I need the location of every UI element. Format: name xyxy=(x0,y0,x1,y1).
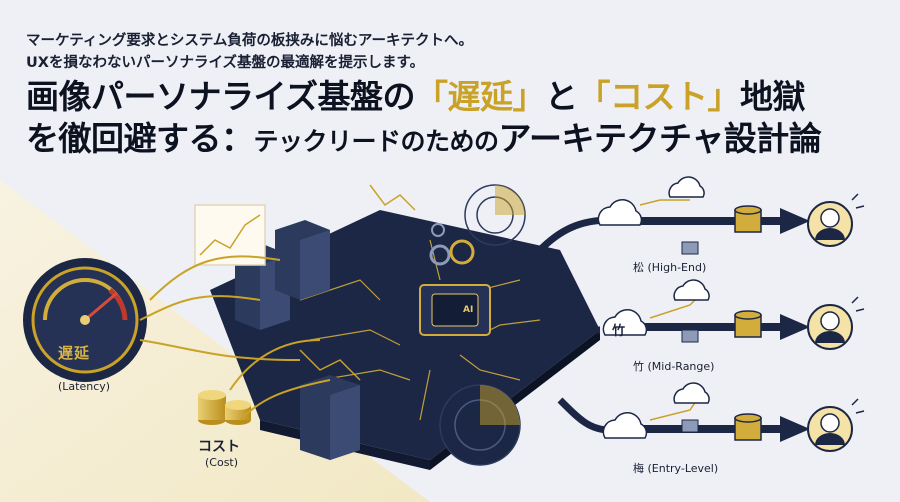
ai-chip-label: AI xyxy=(463,305,474,315)
page-title-line-1: 画像パーソナライズ基盤の「遅延」と「コスト」地獄 xyxy=(26,76,886,118)
subtitle-line-2: UXを損なわないパーソナライズ基盤の最適解を提示します。 xyxy=(26,55,425,71)
title-text: 画像パーソナライズ基盤の xyxy=(26,77,416,116)
radar-decor xyxy=(439,184,526,466)
tier-label-entry: 梅 (Entry-Level) xyxy=(633,462,719,475)
cost-label: コスト xyxy=(198,439,240,455)
chart-decor xyxy=(194,184,416,381)
title-text: を徹回避する： xyxy=(26,119,254,158)
tier-label-high: 松 (High-End) xyxy=(633,261,707,274)
title-text: アーキテクチャ設計論 xyxy=(498,119,822,158)
latency-gauge-icon xyxy=(23,258,147,382)
gauge-label: 遅延 xyxy=(58,344,91,362)
title-text: 地獄 xyxy=(740,77,806,116)
title-text: と xyxy=(545,77,578,116)
header: マーケティング要求とシステム負荷の板挟みに悩むアーキテクトへ。 UXを損なわない… xyxy=(26,30,886,163)
cost-coins-icon xyxy=(198,390,251,425)
page-title-line-2: を徹回避する：テックリードのためのアーキテクチャ設計論 xyxy=(26,118,886,163)
cost-en-label: (Cost) xyxy=(205,456,239,469)
tier-label-mid: 竹 (Mid-Range) xyxy=(633,360,715,373)
tier-glyph-mid: 竹 xyxy=(612,324,626,339)
cloud-icons xyxy=(597,176,710,439)
database-icons xyxy=(681,205,762,441)
flow-lines-left xyxy=(139,255,331,421)
server-racks xyxy=(235,220,360,460)
title-text: テックリードのための xyxy=(253,127,500,156)
title-highlight-cost: 「コスト」 xyxy=(577,77,741,116)
subtitle-line-1: マーケティング要求とシステム負荷の板挟みに悩むアーキテクトへ。 xyxy=(26,33,474,49)
latency-label: (Latency) xyxy=(58,380,111,393)
title-highlight-latency: 「遅延」 xyxy=(415,77,546,116)
user-avatar-icons xyxy=(807,193,865,452)
